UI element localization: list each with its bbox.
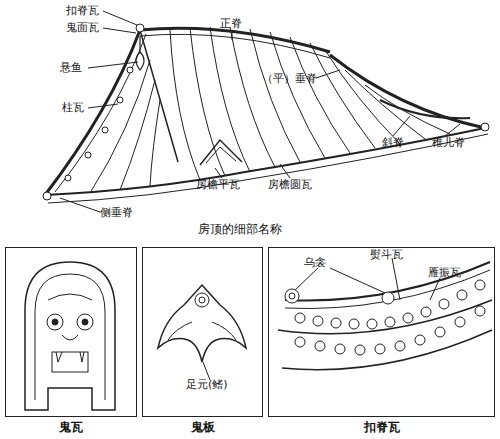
part-label: 稚儿脊 [432,136,465,149]
figure-caption: 房顶的细部名称 [198,222,282,236]
part-label: 熨斗瓦 [370,248,403,261]
part-label: （平）垂脊 [262,72,317,85]
part-label: 侧垂脊 [100,206,133,219]
figure-panel: 鬼板 [142,247,263,417]
panel-caption: 鬼瓦 [6,420,136,434]
part-label: 悬鱼 [60,61,82,74]
part-label: 正脊 [220,17,242,30]
part-label: 斜脊 [382,136,404,149]
part-label: 柱瓦 [62,101,84,114]
panel-caption: 鬼板 [143,420,262,434]
part-label: 房檐圆瓦 [268,178,312,191]
part-label: 房檐平瓦 [196,178,240,191]
part-label: 鬼面瓦 [66,21,99,34]
part-label: 乌衾 [304,256,326,269]
figure-panel: 鬼瓦 [5,247,137,417]
part-label: 扣脊瓦 [66,4,99,17]
part-label: 雁振瓦 [428,266,461,279]
panel-caption: 扣脊瓦 [269,420,494,434]
part-label: 足元(鳍) [186,378,228,391]
